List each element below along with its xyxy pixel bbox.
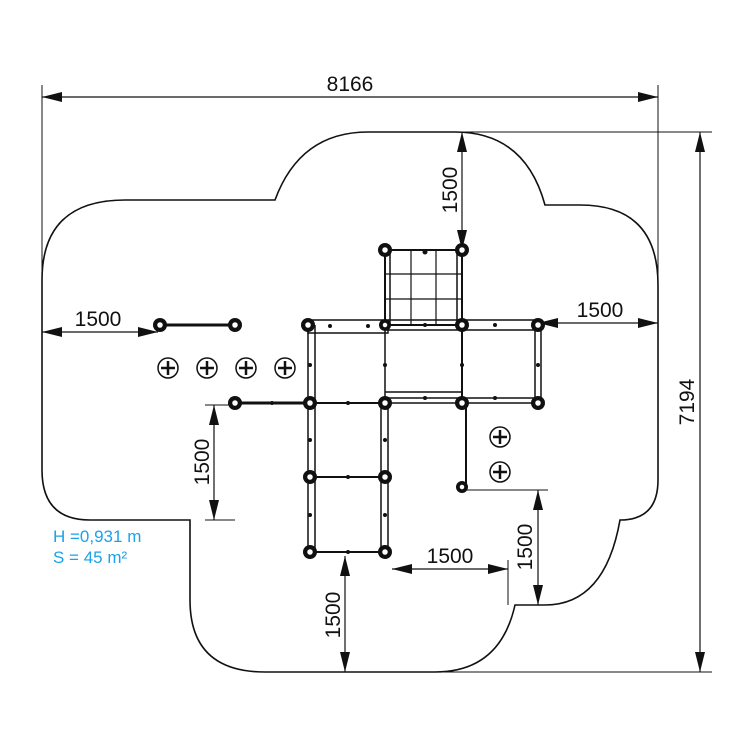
post [303, 545, 317, 559]
dimension-clearance-bottom-right-h: 1500 [392, 545, 509, 605]
clearance-bottom-right-h-label: 1500 [427, 545, 474, 568]
overall-width-label: 8166 [327, 73, 374, 96]
stepping-stump [489, 426, 511, 448]
post [228, 318, 242, 332]
stepping-stump [235, 357, 257, 379]
dimension-overall-depth: 7194 [435, 131, 712, 673]
clearance-right-label: 1500 [577, 299, 624, 322]
clearance-top-label: 1500 [439, 167, 462, 214]
play-structure [153, 243, 545, 559]
post [378, 470, 392, 484]
clearance-bottom-label: 1500 [322, 592, 345, 639]
post [378, 396, 392, 410]
support-posts [153, 243, 545, 559]
ladder-bridge-frame [307, 325, 389, 555]
post [455, 396, 469, 410]
post [531, 318, 545, 332]
overall-depth-label: 7194 [676, 378, 699, 425]
stepping-stump [196, 357, 218, 379]
dimension-clearance-bottom-right-v: 1500 [462, 489, 548, 605]
post [153, 318, 167, 332]
dimension-clearance-right: 1500 [538, 299, 658, 328]
clearance-left-label: 1500 [75, 308, 122, 331]
post [301, 318, 315, 332]
clearance-left-lower-label: 1500 [191, 439, 214, 486]
dimension-clearance-left: 1500 [42, 308, 158, 337]
beam-bolts [194, 249, 540, 554]
post [456, 481, 468, 493]
climbing-net-tower [384, 249, 463, 326]
safety-zone-outline [41, 131, 659, 673]
dimension-overall-width: 8166 [41, 73, 659, 300]
post [531, 396, 545, 410]
post [379, 319, 391, 331]
post [378, 243, 392, 257]
area-spec: S = 45 m² [53, 548, 128, 567]
balance-rail [160, 323, 310, 405]
stepping-stump [489, 461, 511, 483]
dimension-clearance-left-lower: 1500 [191, 404, 235, 521]
stepping-stumps [157, 357, 511, 483]
height-spec: H =0,931 m [53, 527, 142, 546]
clearance-bottom-right-v-label: 1500 [514, 524, 537, 571]
post [303, 470, 317, 484]
stepping-stump [157, 357, 179, 379]
post [378, 545, 392, 559]
specifications: H =0,931 m S = 45 m² [53, 526, 141, 568]
dimension-clearance-top: 1500 [439, 132, 467, 250]
post [455, 318, 469, 332]
post [228, 396, 242, 410]
post [455, 243, 469, 257]
dimension-clearance-bottom: 1500 [322, 556, 350, 672]
stepping-stump [274, 357, 296, 379]
post [303, 396, 317, 410]
